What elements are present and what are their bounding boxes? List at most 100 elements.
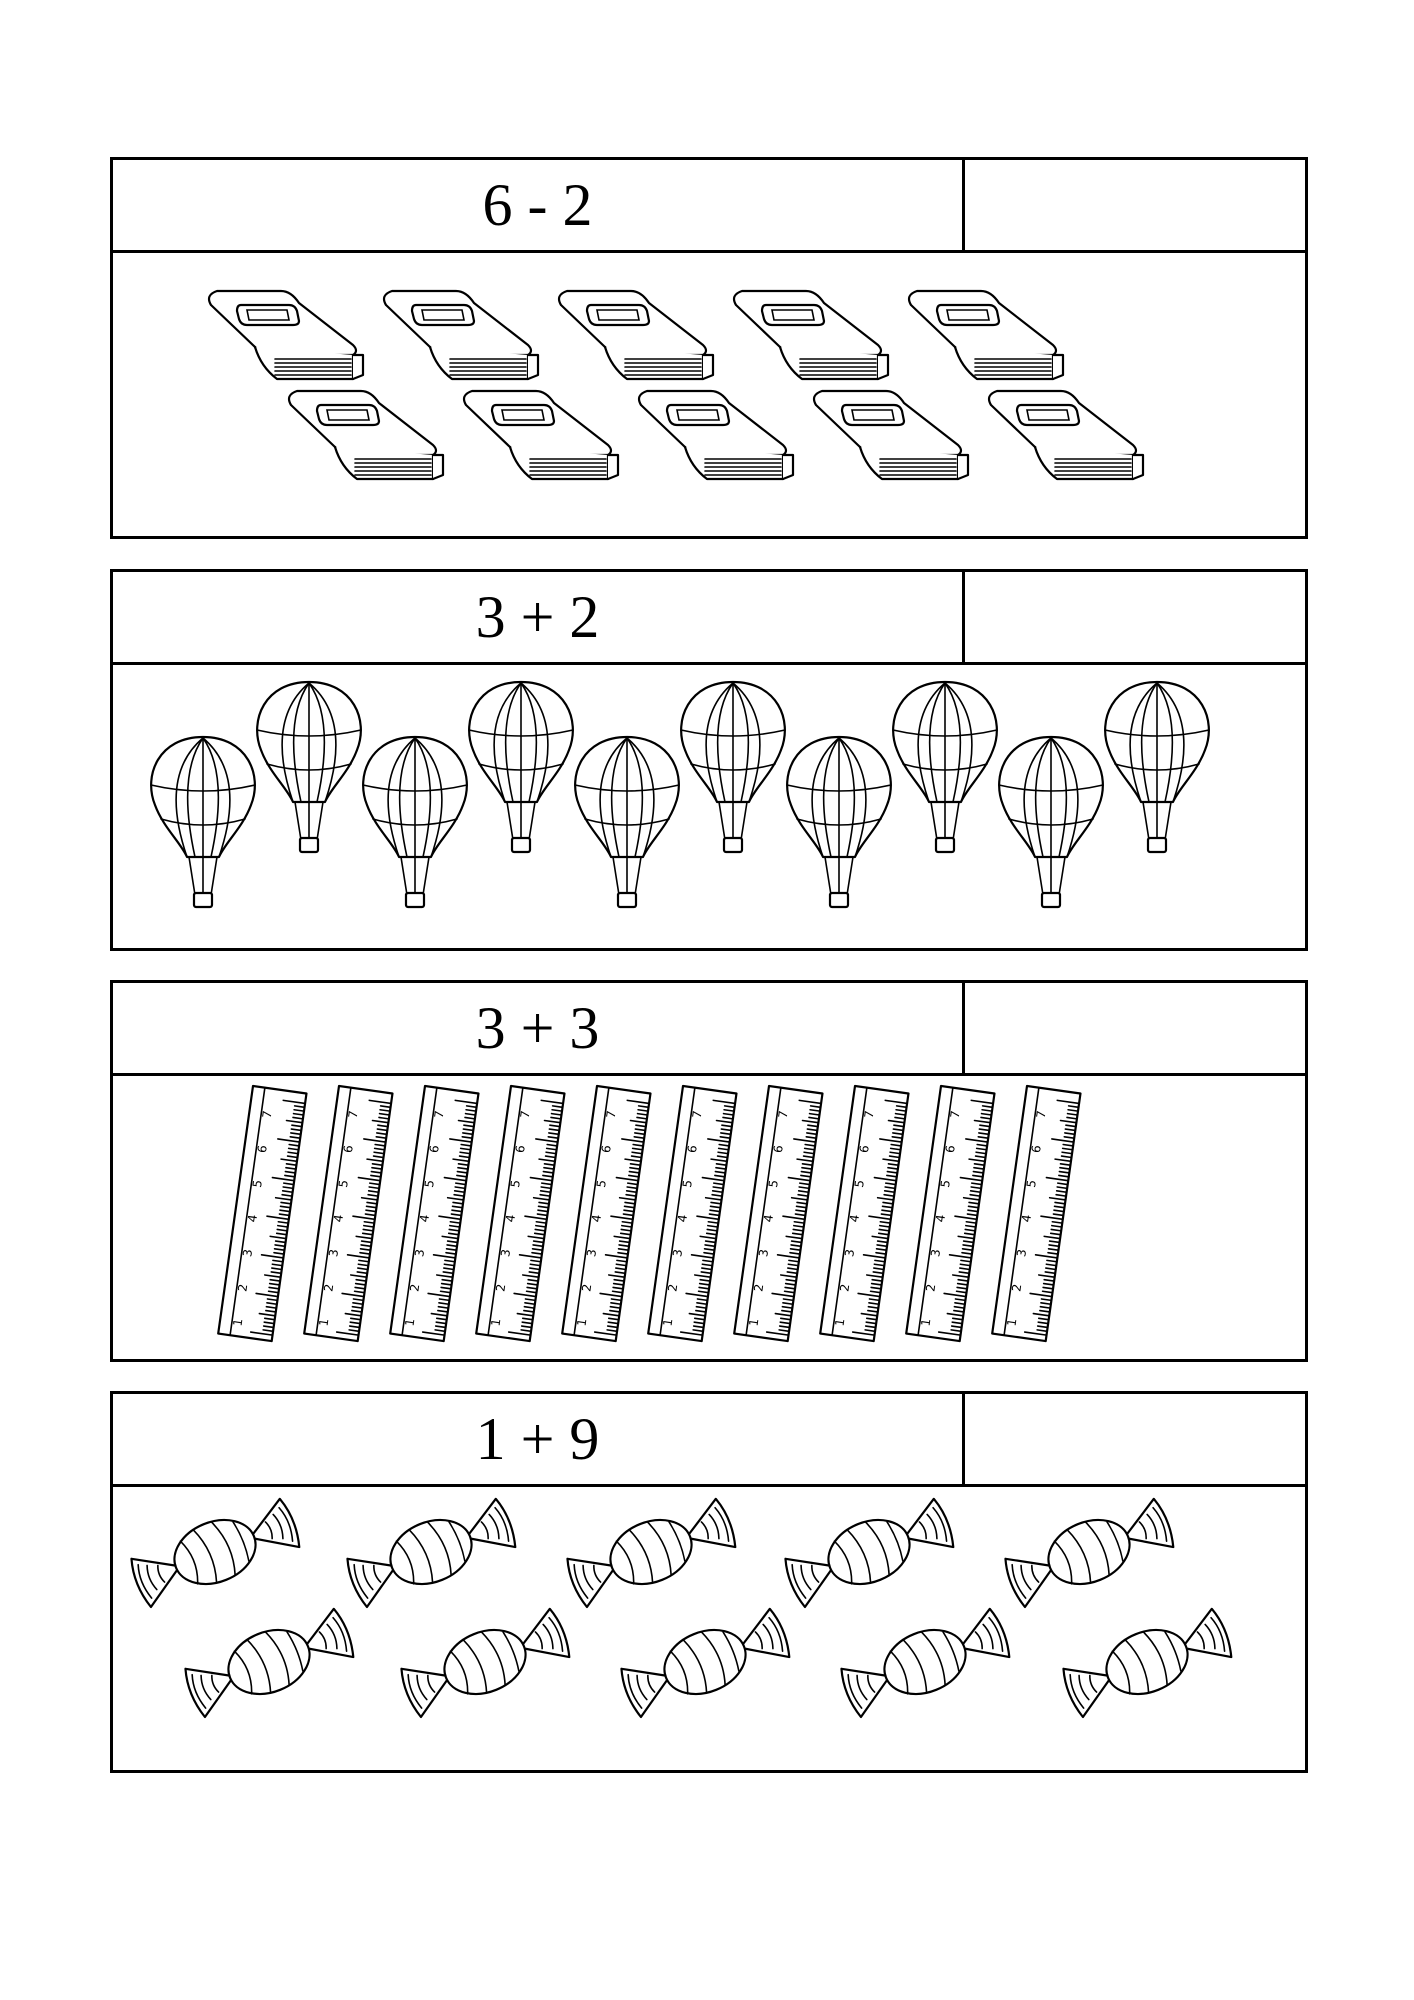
ruler-number: 6 — [771, 1144, 786, 1154]
ruler-number: 1 — [574, 1318, 589, 1328]
ruler-number: 4 — [245, 1214, 260, 1224]
ruler-number: 3 — [756, 1248, 771, 1258]
ruler-number: 3 — [412, 1248, 427, 1258]
hot-air-balloon-icon — [1104, 680, 1210, 854]
ruler-number: 7 — [776, 1110, 791, 1120]
ruler-number: 6 — [341, 1144, 356, 1154]
book-icon — [812, 389, 970, 481]
problem-expression: 3 + 3 — [113, 983, 965, 1073]
answer-box[interactable] — [965, 1394, 1305, 1484]
ruler-number: 7 — [518, 1110, 533, 1120]
ruler-number: 5 — [938, 1179, 953, 1189]
ruler-number: 6 — [255, 1144, 270, 1154]
candy-icon — [130, 1497, 301, 1609]
book-icon — [907, 289, 1065, 381]
ruler-number: 5 — [422, 1179, 437, 1189]
picture-area — [113, 1487, 1305, 1770]
problem-expression: 6 - 2 — [113, 160, 965, 250]
ruler-number: 4 — [503, 1214, 518, 1224]
ruler-number: 1 — [316, 1318, 331, 1328]
problem-header: 6 - 2 — [113, 160, 1305, 253]
hot-air-balloon-icon — [892, 680, 998, 854]
book-icon — [287, 389, 445, 481]
ruler-number: 4 — [933, 1214, 948, 1224]
ruler-number: 6 — [857, 1144, 872, 1154]
book-icon — [557, 289, 715, 381]
book-icon — [987, 389, 1145, 481]
book-icon — [207, 289, 365, 381]
hot-air-balloon-icon — [680, 680, 786, 854]
ruler-number: 2 — [837, 1283, 852, 1293]
ruler-number: 6 — [427, 1144, 442, 1154]
ruler-number: 7 — [432, 1110, 447, 1120]
problem-panel-4: 1 + 9 — [110, 1391, 1308, 1773]
ruler-number: 2 — [321, 1283, 336, 1293]
problem-header: 1 + 9 — [113, 1394, 1305, 1487]
candy-icon — [1004, 1497, 1175, 1609]
ruler-number: 2 — [923, 1283, 938, 1293]
rulers-illustration: 1 2 3 4 5 6 7 1 2 3 4 5 6 7 1 2 3 4 5 6 7 1 2 3 4 5 6 7 1 2 3 4 5 6 7 1 2 3 4 5… — [217, 1084, 1082, 1343]
candy-icon — [840, 1607, 1011, 1719]
ruler-number: 5 — [336, 1179, 351, 1189]
books-illustration — [207, 289, 1145, 481]
problem-panel-3: 3 + 3 1 2 3 4 5 6 7 1 2 3 4 5 6 7 1 2 3 4 5 6 7 1 2 3 4 5 6 7 1 2 3 4 5 6… — [110, 980, 1308, 1362]
candy-icon — [400, 1607, 571, 1719]
ruler-number: 2 — [493, 1283, 508, 1293]
hot-air-balloon-icon — [256, 680, 362, 854]
hot-air-balloon-icon — [998, 735, 1104, 909]
problem-panel-2: 3 + 2 — [110, 569, 1308, 951]
problem-header: 3 + 2 — [113, 572, 1305, 665]
ruler-number: 5 — [508, 1179, 523, 1189]
ruler-number: 2 — [407, 1283, 422, 1293]
ruler-number: 2 — [751, 1283, 766, 1293]
book-icon — [637, 389, 795, 481]
hot-air-balloon-icon — [468, 680, 574, 854]
ruler-number: 5 — [680, 1179, 695, 1189]
ruler-number: 5 — [1024, 1179, 1039, 1189]
ruler-number: 1 — [832, 1318, 847, 1328]
ruler-number: 4 — [847, 1214, 862, 1224]
candy-icon — [620, 1607, 791, 1719]
ruler-number: 3 — [240, 1248, 255, 1258]
ruler-number: 7 — [690, 1110, 705, 1120]
ruler-number: 6 — [599, 1144, 614, 1154]
ruler-number: 6 — [513, 1144, 528, 1154]
ruler-number: 5 — [766, 1179, 781, 1189]
ruler-number: 7 — [260, 1110, 275, 1120]
ruler-number: 1 — [918, 1318, 933, 1328]
picture-area: 1 2 3 4 5 6 7 1 2 3 4 5 6 7 1 2 3 4 5 6 7 1 2 3 4 5 6 7 1 2 3 4 5 6 7 1 2 3 4 5… — [113, 1076, 1305, 1359]
problem-expression: 1 + 9 — [113, 1394, 965, 1484]
book-icon — [732, 289, 890, 381]
ruler-number: 3 — [1014, 1248, 1029, 1258]
ruler-number: 4 — [675, 1214, 690, 1224]
answer-box[interactable] — [965, 160, 1305, 250]
hot-air-balloon-icon — [150, 735, 256, 909]
book-icon — [462, 389, 620, 481]
ruler-number: 4 — [761, 1214, 776, 1224]
candy-icon — [184, 1607, 355, 1719]
problem-panel-1: 6 - 2 — [110, 157, 1308, 539]
ruler-number: 7 — [346, 1110, 361, 1120]
answer-box[interactable] — [965, 983, 1305, 1073]
ruler-number: 3 — [584, 1248, 599, 1258]
answer-box[interactable] — [965, 572, 1305, 662]
ruler-number: 4 — [589, 1214, 604, 1224]
hot-air-balloon-icon — [786, 735, 892, 909]
picture-area — [113, 253, 1305, 536]
ruler-number: 5 — [594, 1179, 609, 1189]
ruler-number: 1 — [660, 1318, 675, 1328]
ruler-number: 3 — [670, 1248, 685, 1258]
ruler-number: 1 — [1004, 1318, 1019, 1328]
ruler-number: 1 — [402, 1318, 417, 1328]
balloons-illustration — [150, 680, 1210, 909]
